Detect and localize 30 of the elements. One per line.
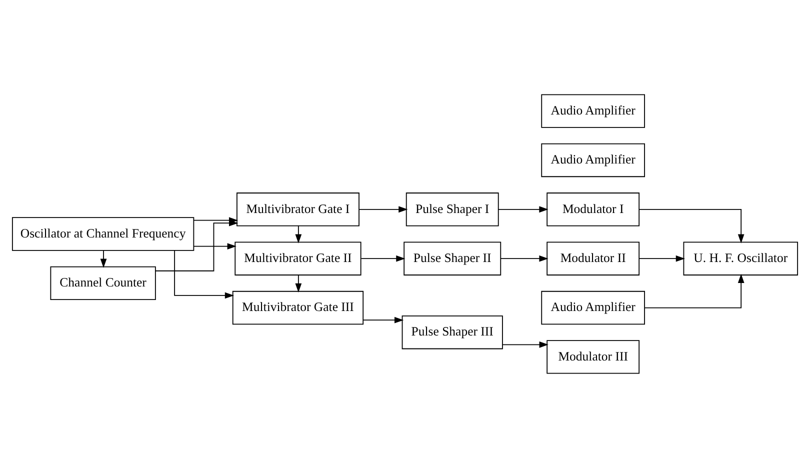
node-box: Multivibrator Gate III bbox=[232, 290, 364, 324]
arrow bbox=[363, 316, 404, 323]
node-box: Audio Amplifier bbox=[541, 290, 645, 324]
node-box: Modulator I bbox=[546, 192, 640, 226]
node-box: U. H. F. Oscillator bbox=[683, 241, 798, 275]
arrow bbox=[500, 254, 548, 262]
arrow bbox=[360, 254, 406, 262]
arrow bbox=[194, 242, 236, 249]
arrow bbox=[638, 208, 744, 243]
node-box: Audio Amplifier bbox=[541, 142, 645, 177]
node-box: Modulator III bbox=[546, 340, 640, 374]
arrow bbox=[498, 206, 548, 212]
arrow bbox=[174, 250, 234, 298]
node-box: Pulse Shaper I bbox=[406, 192, 499, 226]
node-box: Multivibrator Gate II bbox=[234, 241, 362, 275]
node-box: Channel Counter bbox=[50, 266, 156, 300]
node-box: Modulator II bbox=[546, 241, 640, 275]
node-box: Multivibrator Gate I bbox=[236, 192, 360, 226]
node-box: Audio Amplifier bbox=[541, 94, 645, 128]
arrow bbox=[502, 340, 548, 348]
arrow bbox=[295, 225, 302, 243]
arrow bbox=[295, 274, 302, 292]
node-box: Pulse Shaper II bbox=[404, 241, 502, 275]
arrow bbox=[638, 254, 685, 262]
arrow bbox=[100, 250, 107, 268]
node-box: Oscillator at Channel Frequency bbox=[12, 216, 194, 250]
arrow bbox=[194, 216, 238, 224]
node-box: Pulse Shaper III bbox=[402, 315, 503, 349]
arrow bbox=[644, 273, 744, 308]
arrow bbox=[358, 206, 408, 212]
